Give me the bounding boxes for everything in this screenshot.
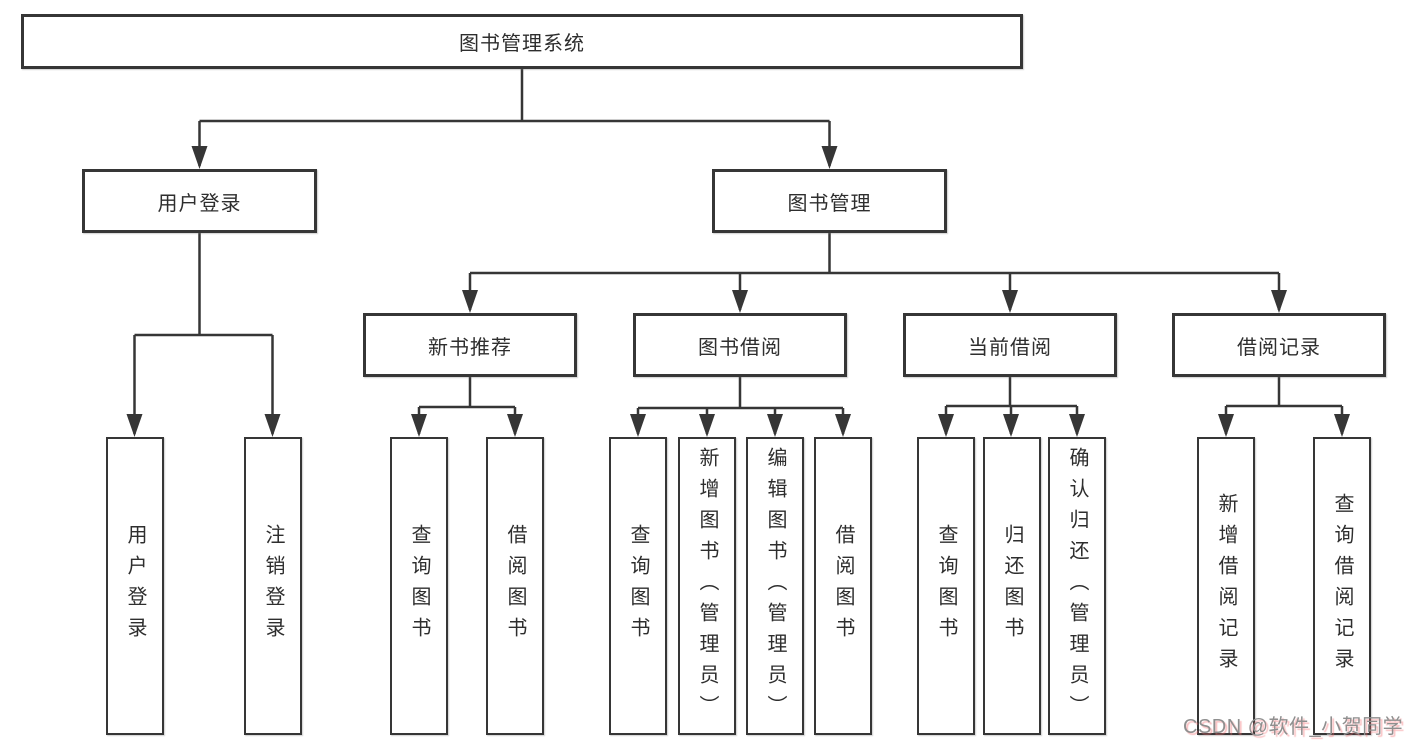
leaf-confirm-return-admin-label: 确认归还（管理员） <box>1066 446 1088 726</box>
node-borrowing-records-label: 借阅记录 <box>1237 336 1321 359</box>
leaf-add-books-admin: 新增图书（管理员） <box>678 437 736 735</box>
leaf-query-borrow-record-label: 查询借阅记录 <box>1331 493 1353 679</box>
leaf-query-books-current: 查询图书 <box>917 437 975 735</box>
leaf-query-books-current-label: 查询图书 <box>935 524 957 648</box>
node-book-management: 图书管理 <box>712 169 947 233</box>
leaf-edit-books-admin: 编辑图书（管理员） <box>746 437 804 735</box>
leaf-user-login-label: 用户登录 <box>124 524 146 648</box>
leaf-borrow-books-recommend-label: 借阅图书 <box>504 524 526 648</box>
leaf-add-borrow-record: 新增借阅记录 <box>1197 437 1255 735</box>
leaf-user-login: 用户登录 <box>106 437 164 735</box>
leaf-borrow-books-recommend: 借阅图书 <box>486 437 544 735</box>
leaf-query-books-borrowing: 查询图书 <box>609 437 667 735</box>
csdn-watermark: CSDN @软件_小贺同学 <box>1183 716 1404 738</box>
leaf-add-borrow-record-label: 新增借阅记录 <box>1215 493 1237 679</box>
node-current-borrowing: 当前借阅 <box>903 313 1117 377</box>
arrowheads <box>126 146 1350 437</box>
leaf-edit-books-admin-label: 编辑图书（管理员） <box>764 446 786 726</box>
leaf-logout: 注销登录 <box>244 437 302 735</box>
leaf-query-books-recommend: 查询图书 <box>390 437 448 735</box>
leaf-add-books-admin-label: 新增图书（管理员） <box>696 446 718 726</box>
leaf-borrow-books-label: 借阅图书 <box>832 524 854 648</box>
node-book-borrowing: 图书借阅 <box>633 313 847 377</box>
leaf-borrow-books: 借阅图书 <box>814 437 872 735</box>
node-new-book-recommend: 新书推荐 <box>363 313 577 377</box>
node-user-login: 用户登录 <box>82 169 317 233</box>
leaf-return-books: 归还图书 <box>983 437 1041 735</box>
node-user-login-label: 用户登录 <box>157 192 242 215</box>
leaf-query-books-borrowing-label: 查询图书 <box>627 524 649 648</box>
node-book-borrowing-label: 图书借阅 <box>698 336 782 359</box>
node-library-management-system: 图书管理系统 <box>21 14 1023 69</box>
node-borrowing-records: 借阅记录 <box>1172 313 1386 377</box>
leaf-query-borrow-record: 查询借阅记录 <box>1313 437 1371 735</box>
node-new-book-recommend-label: 新书推荐 <box>428 336 512 359</box>
leaf-query-books-recommend-label: 查询图书 <box>408 524 430 648</box>
node-library-management-system-label: 图书管理系统 <box>459 33 585 55</box>
node-current-borrowing-label: 当前借阅 <box>968 336 1052 359</box>
leaf-logout-label: 注销登录 <box>262 524 284 648</box>
leaf-return-books-label: 归还图书 <box>1001 524 1023 648</box>
leaf-confirm-return-admin: 确认归还（管理员） <box>1048 437 1106 735</box>
node-book-management-label: 图书管理 <box>787 192 872 215</box>
